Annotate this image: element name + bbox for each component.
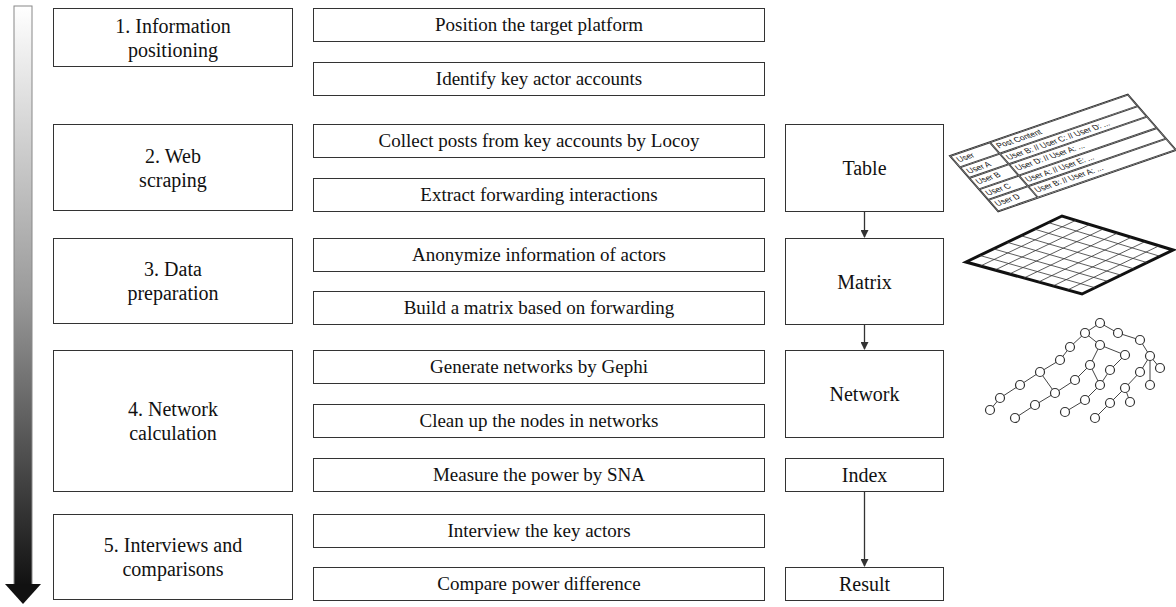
output-box: Table	[785, 124, 944, 212]
stage-box: 3. Data preparation	[53, 238, 293, 324]
box-text: Compare power difference	[437, 573, 640, 596]
stage-box: 1. Information positioning	[53, 8, 293, 67]
stage-box: 5. Interviews and comparisons	[53, 514, 293, 600]
box-text: Anonymize information of actors	[412, 244, 666, 267]
matrix-illustration	[966, 216, 1173, 294]
box-text: Generate networks by Gephi	[430, 356, 648, 379]
output-box: Matrix	[785, 238, 944, 325]
step-box: Build a matrix based on forwarding	[313, 291, 765, 325]
box-text: Result	[839, 572, 890, 596]
flow-arrow	[864, 212, 865, 237]
box-text: Collect posts from key accounts by Locoy	[379, 130, 700, 153]
timeline-arrow	[14, 6, 32, 586]
output-box: Network	[785, 350, 944, 438]
box-text: Position the target platform	[435, 14, 643, 37]
stage-box: 2. Web scraping	[53, 124, 293, 211]
box-text: Measure the power by SNA	[433, 464, 645, 487]
step-box: Clean up the nodes in networks	[313, 404, 765, 438]
step-box: Compare power difference	[313, 567, 765, 601]
box-text: 4. Network calculation	[116, 397, 231, 445]
step-box: Identify key actor accounts	[313, 62, 765, 96]
box-text: Interview the key actors	[447, 520, 630, 543]
stage-box: 4. Network calculation	[53, 350, 293, 492]
box-text: 3. Data preparation	[116, 257, 231, 305]
table-illustration: UserPost ContentUser AUser B: // User C:…	[948, 94, 1176, 213]
step-box: Generate networks by Gephi	[313, 350, 765, 384]
box-text: Network	[830, 382, 900, 406]
step-box: Collect posts from key accounts by Locoy	[313, 124, 765, 158]
step-box: Extract forwarding interactions	[313, 178, 765, 212]
box-text: Build a matrix based on forwarding	[404, 297, 675, 320]
box-text: Extract forwarding interactions	[420, 184, 657, 207]
step-box: Measure the power by SNA	[313, 458, 765, 492]
timeline-arrowhead	[5, 584, 41, 604]
box-text: 2. Web scraping	[128, 144, 218, 192]
box-text: Table	[842, 156, 886, 180]
box-text: Identify key actor accounts	[436, 68, 642, 91]
box-text: Index	[842, 463, 888, 487]
network-illustration	[986, 319, 1165, 423]
box-text: 5. Interviews and comparisons	[101, 533, 246, 581]
box-text: Clean up the nodes in networks	[419, 410, 658, 433]
flow-arrow	[864, 492, 865, 566]
step-box: Anonymize information of actors	[313, 238, 765, 272]
box-text: Matrix	[837, 270, 891, 294]
step-box: Interview the key actors	[313, 514, 765, 548]
output-box: Index	[785, 458, 944, 492]
output-box: Result	[785, 567, 944, 601]
step-box: Position the target platform	[313, 8, 765, 42]
box-text: 1. Information positioning	[98, 14, 248, 62]
flow-arrow	[864, 325, 865, 349]
